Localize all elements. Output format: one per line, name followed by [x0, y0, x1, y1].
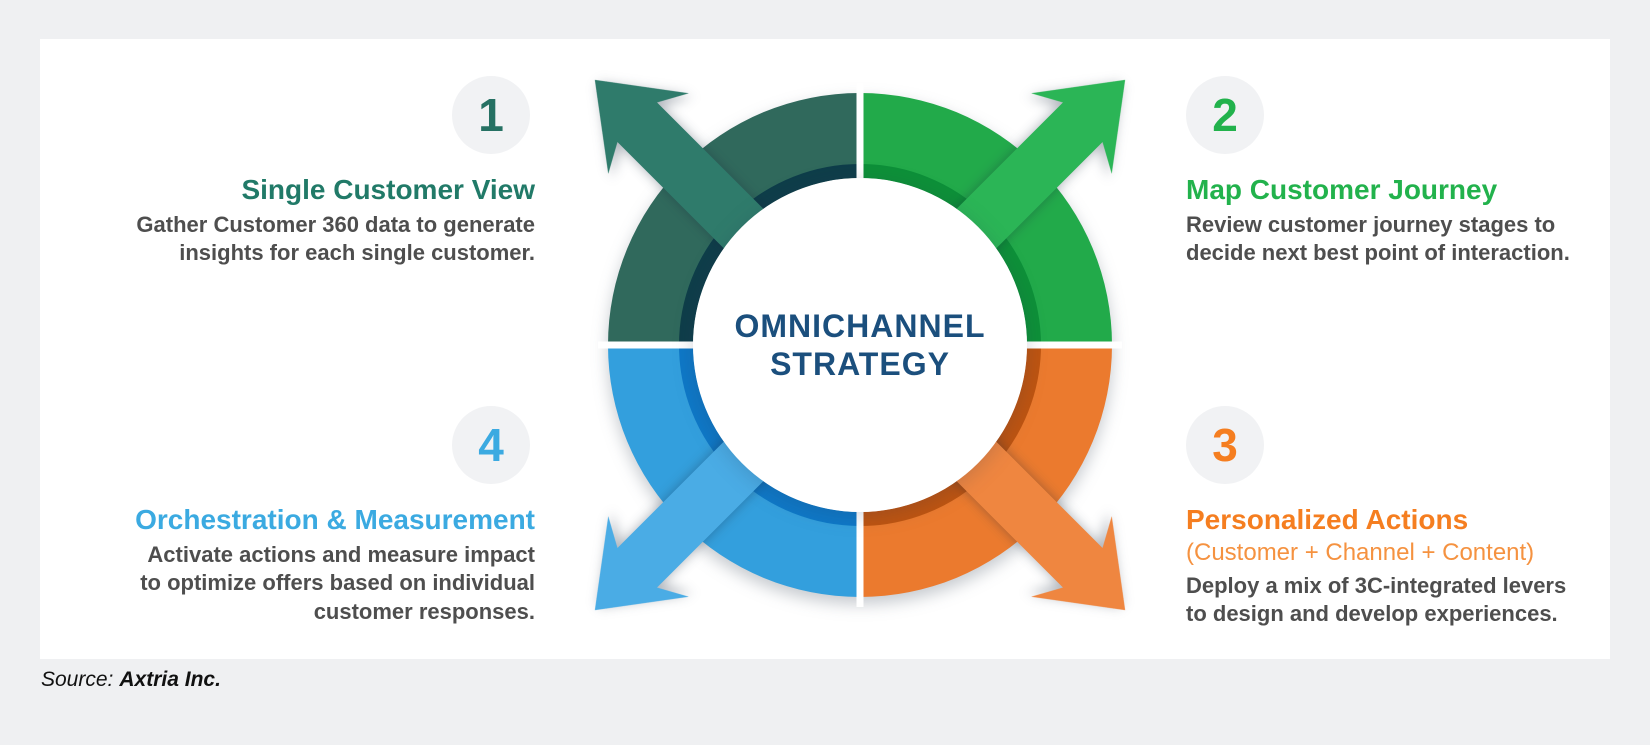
step-title: Map Customer Journey	[1186, 174, 1498, 205]
step-title: Personalized Actions	[1186, 504, 1469, 535]
arrow-down-left-icon	[594, 431, 774, 611]
description-line: Gather Customer 360 data to generate	[136, 212, 535, 238]
step-single-customer-view: 1 Single Customer View Gather Customer 3…	[136, 76, 535, 268]
step-number-badge: 1	[452, 76, 530, 154]
center-disc	[693, 178, 1027, 512]
step-orchestration-measurement: 4 Orchestration & Measurement Activate a…	[135, 406, 535, 626]
step-subtitle: (Customer + Channel + Content)	[1186, 539, 1535, 567]
step-number: 1	[478, 89, 504, 141]
description-line: Activate actions and measure impact	[147, 542, 535, 568]
step-description: Gather Customer 360 data to generate ins…	[136, 211, 535, 267]
step-description: Review customer journey stages to decide…	[1186, 211, 1570, 267]
omnichannel-cycle-diagram: OMNICHANNEL STRATEGY	[594, 79, 1126, 611]
arrow-up-left-icon	[594, 79, 774, 259]
source-attribution: Source:Axtria Inc.	[41, 668, 221, 692]
step-personalized-actions: 3 Personalized Actions (Customer + Chann…	[1186, 406, 1566, 628]
step-number-badge: 2	[1186, 76, 1264, 154]
description-line: to optimize offers based on individual	[140, 570, 535, 596]
description-line: insights for each single customer.	[179, 240, 535, 266]
description-line: decide next best point of interaction.	[1186, 240, 1570, 266]
step-description: Deploy a mix of 3C-integrated levers to …	[1186, 572, 1566, 628]
description-line: Review customer journey stages to	[1186, 212, 1556, 238]
step-number: 4	[478, 419, 504, 471]
step-map-customer-journey: 2 Map Customer Journey Review customer j…	[1186, 76, 1570, 268]
arrow-up-right-icon	[946, 79, 1126, 259]
source-value: Axtria Inc.	[119, 668, 221, 691]
step-title: Orchestration & Measurement	[135, 504, 535, 535]
infographic-page: OMNICHANNEL STRATEGY 1 Single Customer V…	[40, 39, 1610, 692]
step-number: 3	[1212, 419, 1238, 471]
source-label: Source:	[41, 668, 114, 691]
step-number: 2	[1212, 89, 1238, 141]
description-line: Deploy a mix of 3C-integrated levers	[1186, 572, 1567, 598]
step-number-badge: 3	[1186, 406, 1264, 484]
step-title: Single Customer View	[241, 174, 535, 205]
center-title-line1: OMNICHANNEL	[735, 308, 986, 344]
description-line: customer responses.	[313, 598, 535, 624]
step-number-badge: 4	[452, 406, 530, 484]
arrow-down-right-icon	[946, 431, 1126, 611]
description-line: to design and develop experiences.	[1186, 600, 1558, 626]
step-description: Activate actions and measure impact to o…	[140, 541, 535, 625]
center-title-line2: STRATEGY	[770, 346, 950, 382]
